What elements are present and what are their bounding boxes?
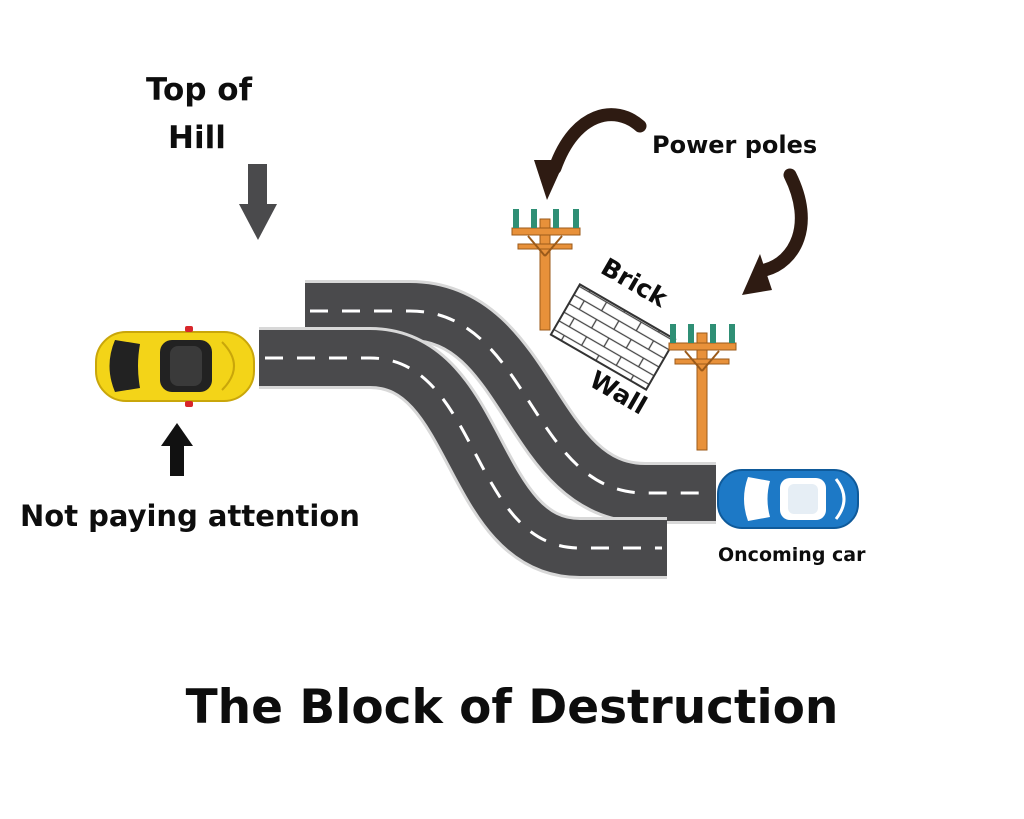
- blue-car-icon: [717, 469, 859, 529]
- lower-road: [259, 327, 667, 579]
- curved-arrow-icon: [742, 168, 808, 295]
- page-title: The Block of Destruction: [185, 680, 839, 735]
- utility-pole-icon: [511, 209, 581, 331]
- not-paying-attention-label: Not paying attention: [20, 499, 360, 533]
- upper-road: [305, 280, 716, 524]
- power-poles-label: Power poles: [652, 131, 818, 159]
- top-of-hill-label: Top of Hill: [146, 66, 252, 162]
- utility-pole-icon: [668, 324, 737, 451]
- top-of-hill-line1: Top of: [146, 72, 253, 108]
- up-arrow-icon: [161, 423, 193, 476]
- yellow-car-icon: [95, 326, 255, 407]
- down-arrow-icon: [239, 164, 277, 240]
- curved-arrow-icon: [534, 108, 647, 200]
- top-of-hill-line2: Hill: [168, 120, 226, 156]
- brick-wall-icon: [549, 283, 677, 391]
- oncoming-car-label: Oncoming car: [718, 544, 866, 566]
